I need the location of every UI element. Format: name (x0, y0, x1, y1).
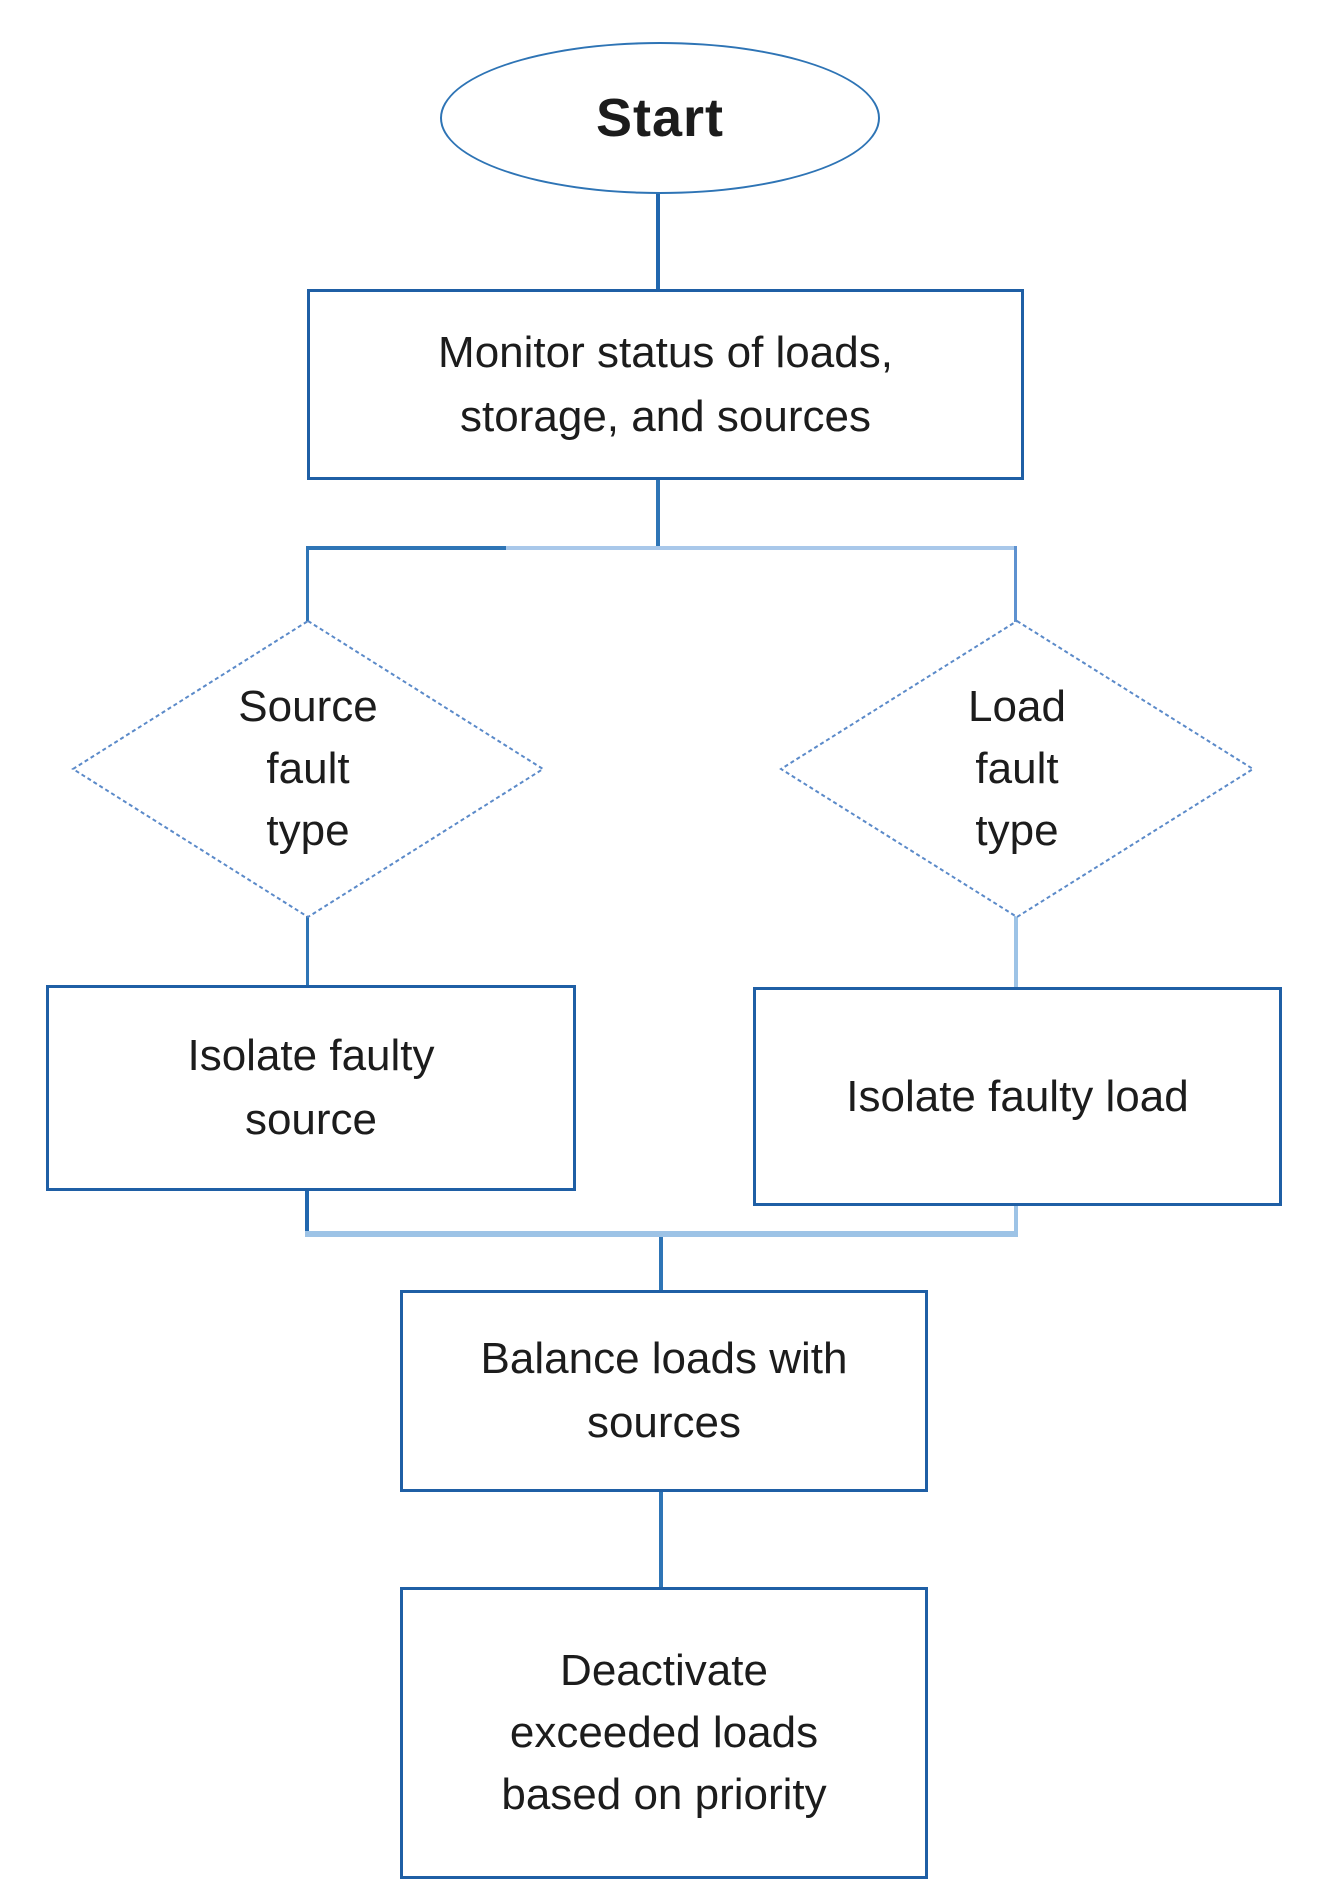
start-label: Start (595, 88, 725, 148)
monitor-process-node: Monitor status of loads, storage, and so… (307, 289, 1024, 480)
deactivate-process-node: Deactivate exceeded loads based on prior… (400, 1587, 928, 1879)
isolate-source-process-node: Isolate faulty source (46, 985, 576, 1191)
isolate-load-process-node: Isolate faulty load (753, 987, 1282, 1206)
load-fault-decision-node: Load fault type (779, 619, 1255, 919)
connector-monitor-to-branch (656, 479, 660, 549)
branch-line (306, 546, 1017, 550)
deactivate-label: Deactivate exceeded loads based on prior… (501, 1646, 827, 1819)
connector-isolate-source-to-merge (305, 1189, 309, 1236)
connector-source-fault-to-isolate (306, 914, 309, 987)
monitor-label: Monitor status of loads, storage, and so… (438, 327, 893, 441)
decision-diamond-shape (71, 619, 545, 919)
connector-balance-to-deactivate (659, 1491, 663, 1589)
load-fault-label: Load fault type (968, 682, 1066, 855)
connector-load-fault-to-isolate (1014, 910, 1018, 989)
connector-branch-to-load-fault (1014, 546, 1017, 622)
decision-diamond-shape (779, 619, 1255, 919)
merge-line (305, 1231, 1018, 1237)
source-fault-decision-node: Source fault type (71, 619, 545, 919)
source-fault-label: Source fault type (238, 682, 378, 855)
connector-branch-to-source-fault (306, 546, 309, 624)
connector-merge-to-balance (659, 1237, 663, 1292)
start-node: Start (440, 42, 880, 194)
connector-isolate-load-to-merge (1014, 1204, 1018, 1236)
connector-start-to-monitor (656, 193, 660, 290)
branch-line-left-segment (306, 546, 506, 550)
isolate-load-label: Isolate faulty load (846, 1071, 1189, 1121)
balance-process-node: Balance loads with sources (400, 1290, 928, 1492)
balance-label: Balance loads with sources (480, 1334, 848, 1447)
isolate-source-label: Isolate faulty source (187, 1031, 435, 1144)
